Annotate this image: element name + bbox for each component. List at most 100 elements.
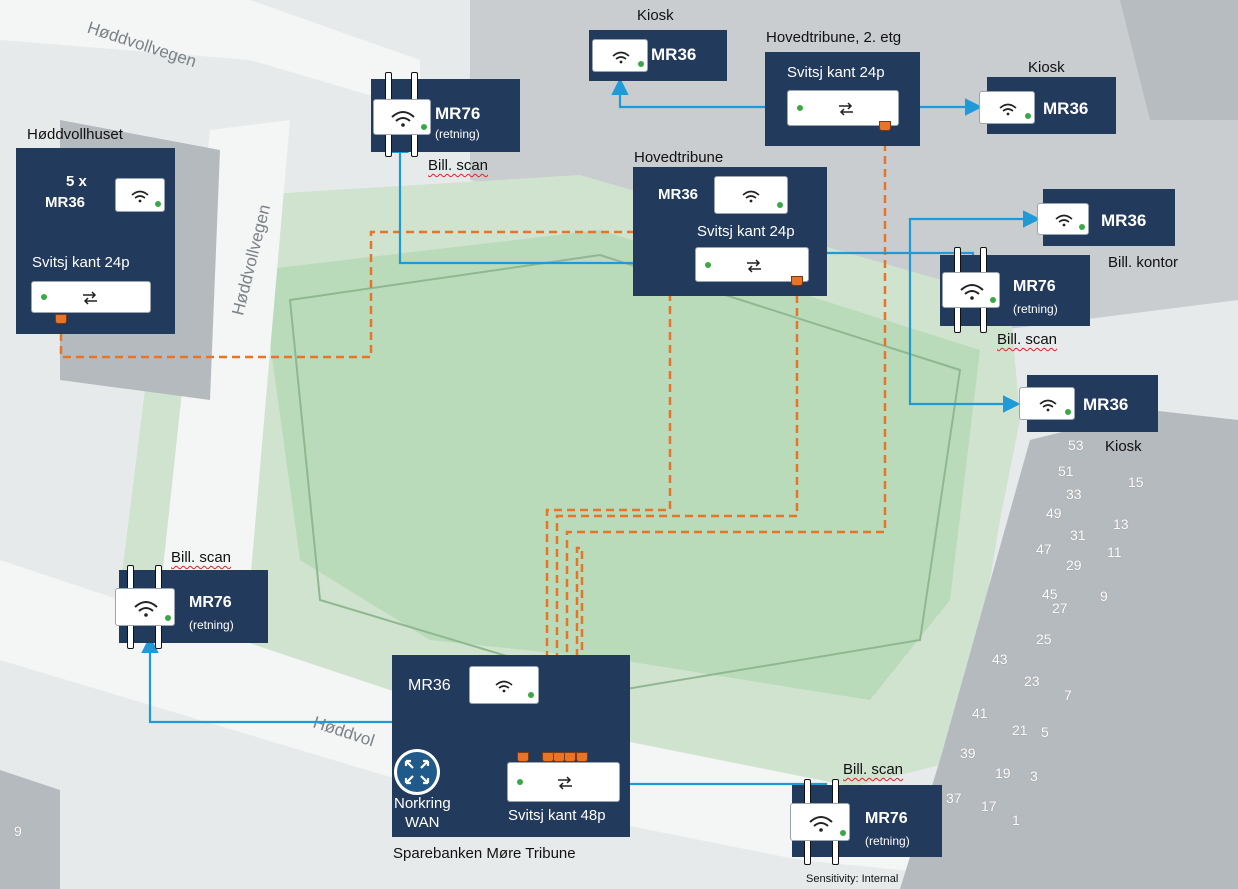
status-led xyxy=(1025,113,1031,119)
status-led xyxy=(1079,224,1085,230)
router-label: Norkring xyxy=(394,795,451,812)
status-led xyxy=(528,692,534,698)
mr36-access-point[interactable] xyxy=(1037,203,1089,235)
switch-24p[interactable] xyxy=(695,247,809,282)
house-number: 45 xyxy=(1042,586,1058,602)
mr36-access-point[interactable] xyxy=(714,176,788,214)
house-number: 29 xyxy=(1066,557,1082,573)
location-label-kiosk: Kiosk xyxy=(637,7,674,24)
status-led xyxy=(41,294,47,300)
house-number: 33 xyxy=(1066,486,1082,502)
kiosk-box-right: MR36 xyxy=(979,77,1116,134)
mr76-access-point[interactable] xyxy=(115,588,175,626)
hoddvollhuset-box: 5 x MR36 Svitsj kant 24p xyxy=(16,148,175,334)
ap-direction-label: (retning) xyxy=(189,618,234,632)
status-led xyxy=(638,61,644,67)
house-number: 17 xyxy=(981,798,997,814)
mr76-box-bottom: MR76 (retning) xyxy=(790,779,942,865)
router-icon[interactable] xyxy=(394,749,440,795)
house-number: 5 xyxy=(1041,724,1049,740)
mr36-access-point[interactable] xyxy=(592,39,648,72)
location-label-bill-scan: Bill. scan xyxy=(171,549,232,566)
status-led xyxy=(797,105,803,111)
location-label-sparebanken: Sparebanken Møre Tribune xyxy=(393,845,576,862)
location-label-hovedtribune: Hovedtribune xyxy=(634,149,724,166)
ap-model-label: MR36 xyxy=(651,45,697,64)
uplink-port xyxy=(879,121,891,131)
switch-24p[interactable] xyxy=(31,281,151,313)
switch-arrows-icon xyxy=(558,776,572,790)
router-wan-label: WAN xyxy=(405,814,440,831)
house-number: 39 xyxy=(960,745,976,761)
wifi-icon xyxy=(391,111,415,127)
switch-port xyxy=(576,752,588,762)
house-number: 15 xyxy=(1128,474,1144,490)
switch-label: Svitsj kant 24p xyxy=(787,64,885,81)
house-number: 51 xyxy=(1058,463,1074,479)
house-number: 25 xyxy=(1036,631,1052,647)
mr76-box-right: MR76 (retning) xyxy=(940,247,1090,333)
bill-kontor-box: MR36 xyxy=(1037,189,1175,246)
mr36-access-point[interactable] xyxy=(979,91,1035,124)
ap-direction-label: (retning) xyxy=(435,127,480,141)
kiosk-box-top: MR36 xyxy=(589,30,727,81)
ap-count: 5 x xyxy=(66,173,87,190)
mr76-access-point[interactable] xyxy=(790,803,850,841)
location-label-bill-scan: Bill. scan xyxy=(997,331,1058,348)
status-led xyxy=(990,297,996,303)
ap-model-label: MR36 xyxy=(1101,211,1147,230)
house-number: 9 xyxy=(1100,588,1108,604)
house-number: 43 xyxy=(992,651,1008,667)
house-number: 47 xyxy=(1036,541,1052,557)
house-number: 3 xyxy=(1030,768,1038,784)
wifi-icon xyxy=(495,680,513,693)
ap-direction-label: (retning) xyxy=(1013,302,1058,316)
house-number: 11 xyxy=(1107,544,1122,560)
switch-label: Svitsj kant 48p xyxy=(508,807,606,824)
location-label-hoddvollhuset: Høddvollhuset xyxy=(27,126,123,143)
switch-arrows-icon xyxy=(83,291,97,305)
wifi-icon xyxy=(612,51,630,64)
house-number: 27 xyxy=(1052,600,1068,616)
mr36-access-point[interactable] xyxy=(1019,387,1075,420)
wifi-icon xyxy=(742,190,760,203)
wifi-icon xyxy=(809,816,833,832)
ap-direction-label: (retning) xyxy=(865,834,910,848)
switch-24p[interactable] xyxy=(787,90,899,126)
mr36-access-point[interactable] xyxy=(115,178,165,212)
house-number: 53 xyxy=(1068,437,1084,453)
location-label-hovedtribune-2etg: Hovedtribune, 2. etg xyxy=(766,29,902,46)
ap-model-label: MR36 xyxy=(658,186,699,203)
house-number: 13 xyxy=(1113,516,1129,532)
house-number: 31 xyxy=(1070,527,1086,543)
house-number: 37 xyxy=(946,790,962,806)
switch-port xyxy=(564,752,576,762)
uplink-port xyxy=(791,276,803,286)
status-led xyxy=(1065,409,1071,415)
ap-model-label: MR76 xyxy=(1013,278,1056,295)
mr36-access-point[interactable] xyxy=(469,666,539,704)
switch-48p[interactable] xyxy=(507,762,620,802)
mr76-access-point[interactable] xyxy=(373,99,431,135)
ap-model-label: MR76 xyxy=(865,810,908,827)
wifi-icon xyxy=(134,601,158,617)
house-number: 23 xyxy=(1024,673,1040,689)
status-led xyxy=(165,615,171,621)
house-number: 49 xyxy=(1046,505,1062,521)
sensitivity-label: Sensitivity: Internal xyxy=(806,873,899,885)
router-icon-glyph xyxy=(397,752,437,792)
location-label-bill-scan: Bill. scan xyxy=(428,157,489,174)
wifi-icon xyxy=(999,103,1017,116)
kiosk-box-middle: MR36 xyxy=(1019,375,1158,432)
switch-label: Svitsj kant 24p xyxy=(32,254,130,271)
location-label-bill-kontor: Bill. kontor xyxy=(1108,254,1179,271)
wifi-icon xyxy=(1039,399,1057,412)
wifi-icon xyxy=(131,190,149,203)
ap-model-label: MR76 xyxy=(189,594,232,611)
hovedtribune-box: MR36 Svitsj kant 24p xyxy=(633,167,827,296)
house-number: 19 xyxy=(995,765,1011,781)
mr76-access-point[interactable] xyxy=(942,272,1000,308)
ap-model-label: MR36 xyxy=(45,194,86,211)
uplink-port xyxy=(55,314,67,324)
hovedtribune-2etg-box: Svitsj kant 24p xyxy=(765,52,920,146)
